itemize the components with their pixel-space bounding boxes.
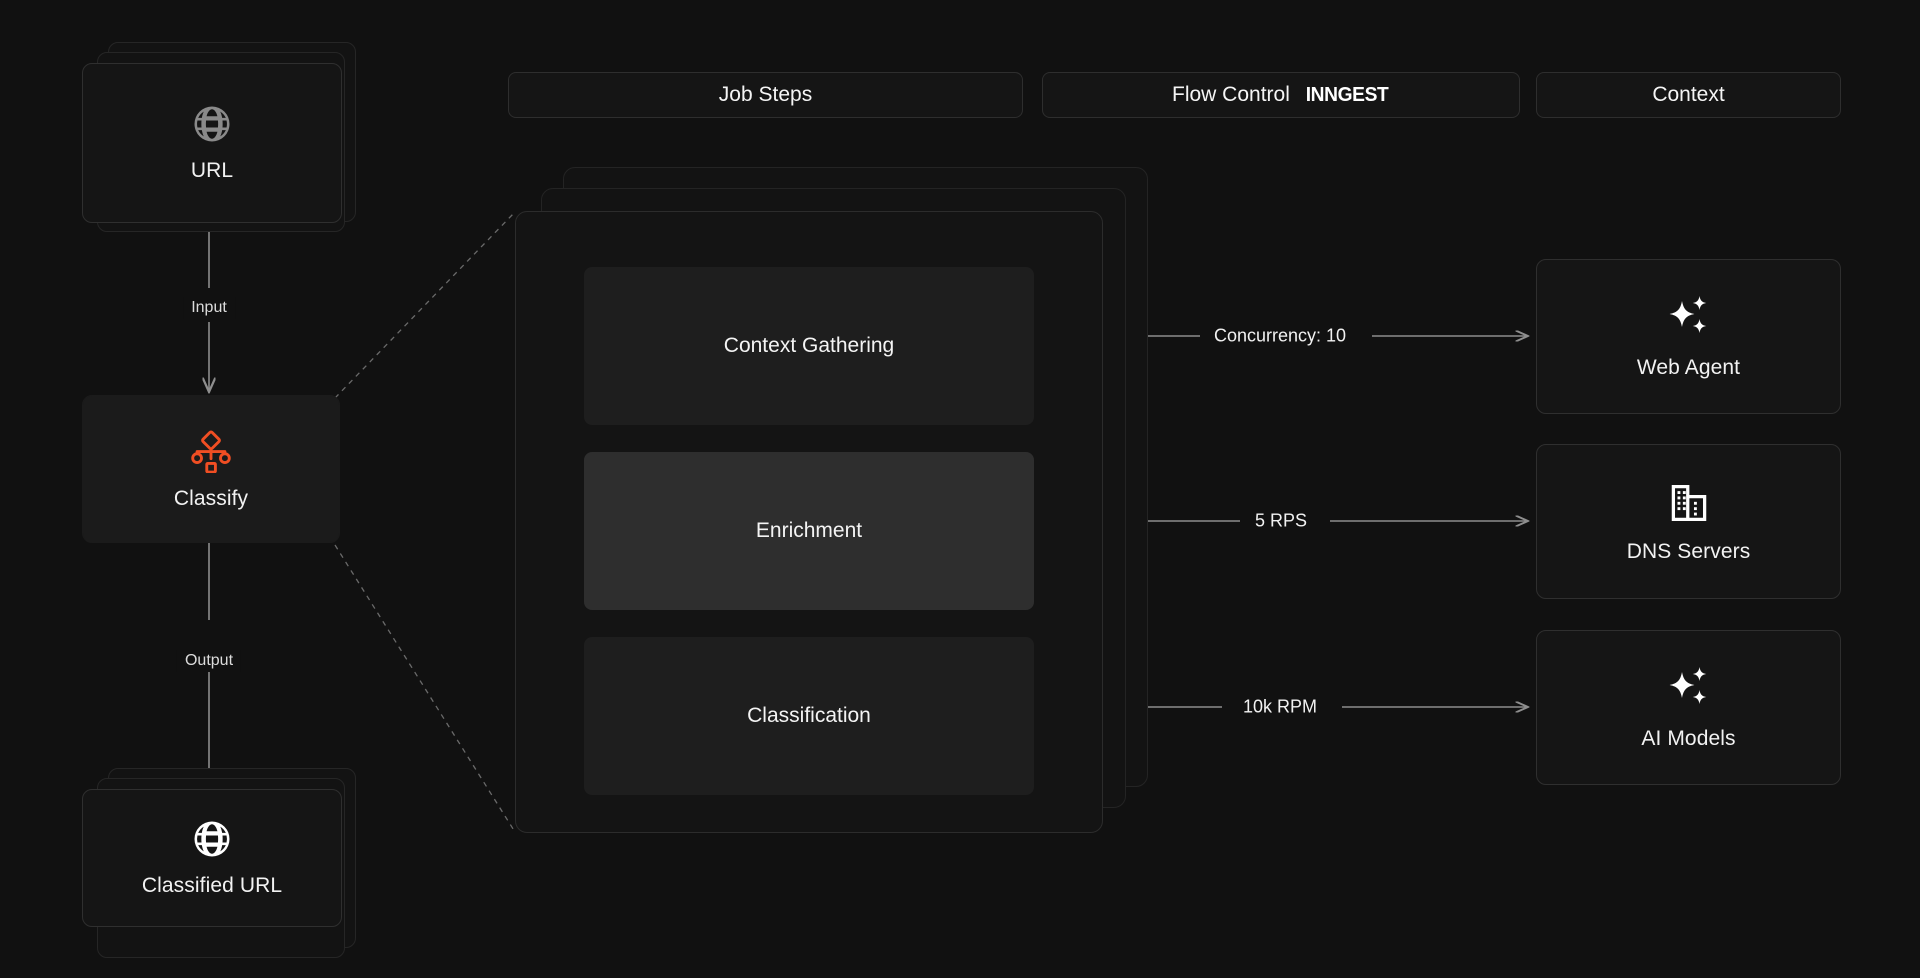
globe-icon [191,818,233,860]
building-icon [1666,480,1712,526]
edge-label-rps: 5 RPS [1254,510,1308,531]
edge-label-concurrency: Concurrency: 10 [1213,325,1347,346]
node-web-agent[interactable]: Web Agent [1536,259,1841,414]
node-url-label: URL [190,159,234,182]
node-dns-servers-label: DNS Servers [1626,539,1751,563]
sparkles-icon [1663,665,1715,713]
step-context-gathering-label: Context Gathering [723,334,895,357]
step-enrichment[interactable]: Enrichment [584,452,1034,610]
tab-flow-control-label: Flow Control [1172,83,1290,106]
step-classification-label: Classification [747,704,871,727]
node-ai-models-label: AI Models [1641,726,1736,750]
node-ai-models[interactable]: AI Models [1536,630,1841,785]
edge-label-input: Input [183,297,235,319]
classify-workflow-icon [188,427,234,473]
node-dns-servers[interactable]: DNS Servers [1536,444,1841,599]
tab-job-steps-label: Job Steps [718,83,813,106]
sparkles-icon [1663,294,1715,342]
node-classify[interactable]: Classify [82,395,340,543]
tab-context-label: Context [1652,83,1725,106]
job-panel: Context Gathering Enrichment Classificat… [515,211,1103,833]
globe-icon [191,103,233,145]
step-enrichment-label: Enrichment [755,519,863,542]
node-url[interactable]: URL [82,63,342,223]
node-classified-url-label: Classified URL [141,874,283,897]
edge-label-output: Output [176,650,242,672]
inngest-wordmark: INNGEST [1305,83,1389,106]
edge-classify-expand-bottom [334,544,516,833]
edge-label-rpm: 10k RPM [1242,696,1318,717]
step-classification[interactable]: Classification [584,637,1034,795]
edge-classify-expand-top [334,211,516,399]
step-context-gathering[interactable]: Context Gathering [584,267,1034,425]
tab-job-steps[interactable]: Job Steps [508,72,1023,118]
node-classified-url[interactable]: Classified URL [82,789,342,927]
tab-flow-control[interactable]: Flow Control INNGEST [1042,72,1520,118]
node-classify-label: Classify [173,487,249,510]
tab-context[interactable]: Context [1536,72,1841,118]
node-web-agent-label: Web Agent [1636,355,1741,379]
